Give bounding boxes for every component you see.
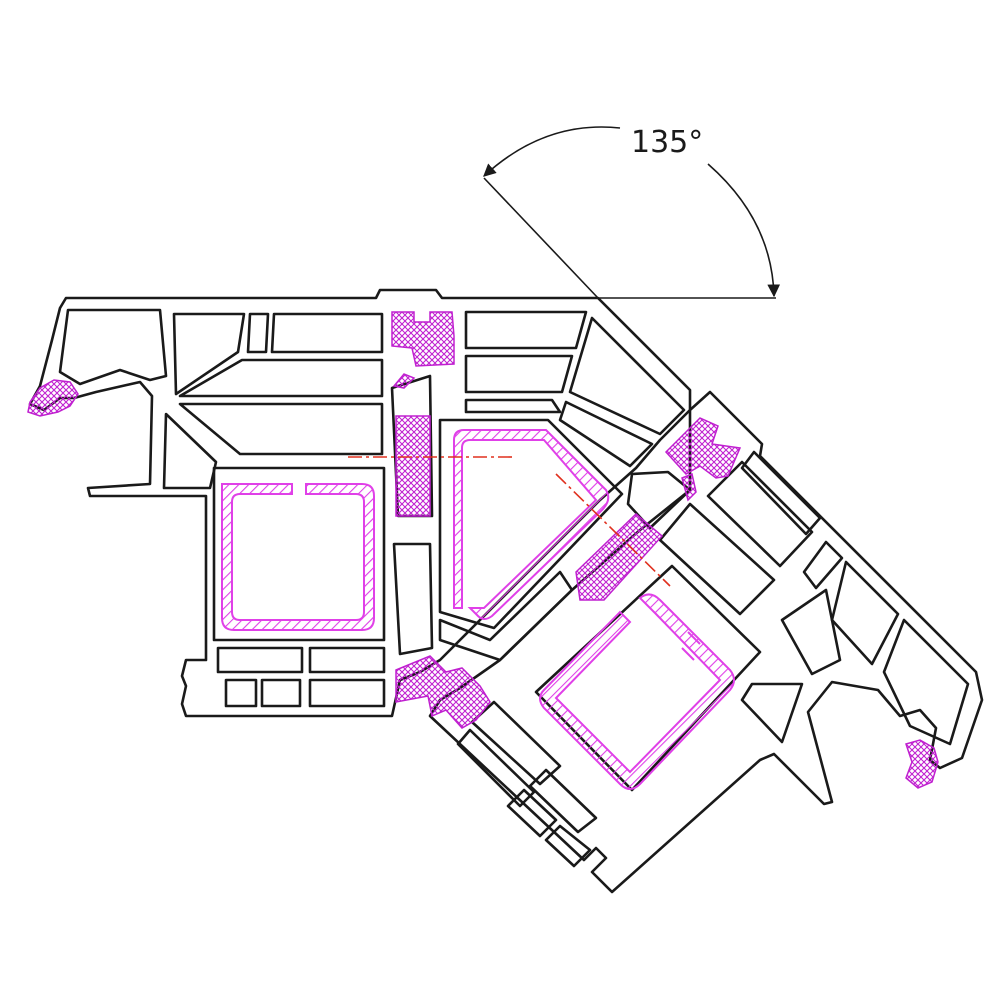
right-top-seal-lip: [681, 472, 697, 502]
arc-arrow-icon: [707, 163, 781, 298]
left-chamber-11: [260, 678, 302, 708]
right-chamber-12: [506, 788, 558, 838]
right-chamber-4: [802, 540, 844, 590]
mullion-channel-lower: [392, 542, 434, 656]
left-main-chamber: [212, 466, 386, 642]
right-chamber-5: [830, 560, 900, 666]
coupling-chamber-top-2: [464, 354, 574, 394]
arc-arrow-icon: [483, 126, 621, 177]
right-chamber-2: [658, 502, 776, 616]
coupling-chamber-top-3: [568, 316, 686, 436]
top-glazing-lip: [392, 373, 416, 389]
diagonal-centerline: [555, 473, 671, 587]
left-chamber-9: [308, 646, 386, 674]
right-chamber-11: [528, 768, 598, 834]
right-chamber-13: [544, 824, 592, 868]
left-chamber-10: [224, 678, 258, 708]
right-chamber-3: [740, 450, 822, 536]
right-chamber-7: [780, 588, 842, 676]
gaskets: [27, 311, 939, 789]
left-chamber-4: [270, 312, 384, 354]
right-chamber-10: [456, 728, 536, 808]
coupling-insert: [575, 512, 664, 601]
coupling-section: [438, 310, 692, 662]
right-chamber-6: [882, 618, 970, 746]
left-chamber-3: [246, 312, 270, 354]
center-steel-reinforcement: [453, 429, 610, 620]
coupling-web: [626, 470, 692, 530]
left-chamber-2: [172, 312, 246, 396]
coupling-chamber-mid: [464, 398, 562, 414]
steel-reinforcements: [221, 429, 735, 790]
centerlines: [348, 456, 671, 587]
left-outer-seal: [27, 379, 79, 417]
left-steel-reinforcement: [221, 483, 375, 631]
left-chamber-8: [216, 646, 304, 674]
right-outer-seal: [905, 739, 939, 789]
right-top-seal: [664, 417, 742, 479]
left-chamber-12: [308, 678, 386, 708]
left-chamber-1: [58, 308, 168, 386]
right-chamber-8: [740, 682, 804, 744]
left-profile: [28, 288, 692, 718]
right-steel-reinforcement: [539, 593, 735, 790]
right-chamber-1: [706, 460, 814, 568]
left-chamber-6: [178, 402, 384, 456]
right-profile: [428, 390, 984, 894]
angle-leg-diagonal: [483, 177, 599, 299]
top-center-seal: [391, 311, 455, 367]
bottom-center-seal: [395, 655, 491, 729]
right-main-chamber: [534, 564, 762, 792]
coupling-chamber-top-4: [558, 400, 654, 468]
left-chamber-5: [178, 358, 384, 398]
coupling-main-chamber: [438, 418, 624, 630]
coupling-chamber-top-1: [464, 310, 588, 350]
angle-label: 135°: [631, 125, 703, 160]
right-steel-gap-mark: [681, 631, 701, 661]
angle-annotation: [483, 126, 781, 299]
left-chamber-7: [162, 412, 218, 490]
mullion-insert: [395, 415, 431, 517]
